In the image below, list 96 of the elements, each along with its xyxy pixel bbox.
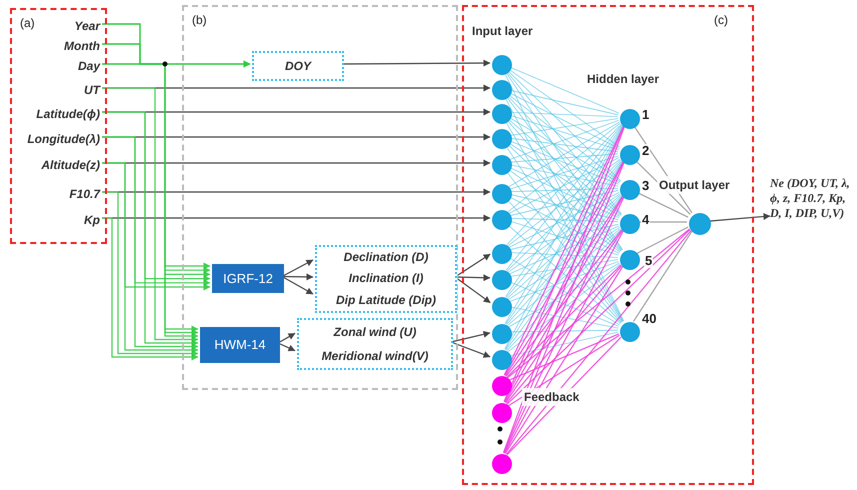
connection-line [509, 90, 619, 116]
connection-line [508, 157, 620, 214]
parameter-label: Kp [84, 211, 100, 229]
connection-line [509, 332, 619, 356]
connection-line [506, 70, 622, 182]
panel-label: (c) [714, 12, 728, 29]
connection-line [508, 94, 620, 182]
neuron-number: 1 [641, 108, 650, 122]
connection-line [508, 68, 620, 148]
connection-line [507, 194, 621, 299]
connection-line [506, 160, 622, 298]
connection-line [506, 144, 622, 252]
parameter-label: Altitude(z) [41, 156, 100, 174]
connection-line [508, 196, 620, 254]
process-text: Dip Latitude (Dip) [336, 292, 436, 308]
connection-line [509, 156, 619, 190]
connection-line [506, 264, 622, 378]
connection-line [510, 153, 618, 163]
connection-line [506, 94, 622, 216]
connection-line [510, 138, 618, 152]
process-text: Zonal wind (U) [334, 324, 416, 340]
connection-line [509, 261, 619, 302]
arrow [708, 213, 770, 222]
connection-line [510, 218, 618, 222]
arrow [102, 217, 198, 360]
panel-label: (b) [192, 12, 207, 29]
connection-line [506, 265, 622, 404]
connection-line [508, 66, 620, 114]
connection-line [508, 92, 620, 149]
parameter-label: Year [74, 17, 100, 35]
parameter-label: Longitude(λ) [27, 130, 100, 148]
connection-line [509, 194, 619, 220]
connection-line [508, 193, 620, 273]
connection-line [509, 120, 619, 160]
connection-line [506, 229, 690, 405]
connection-line [636, 226, 688, 254]
neuron-number: 4 [641, 213, 650, 227]
connection-line [506, 228, 622, 352]
model-box: IGRF-12 [212, 264, 284, 293]
neuron-number: 40 [641, 312, 658, 326]
connection-line [632, 230, 692, 322]
process-box [315, 245, 457, 313]
connection-line [508, 158, 620, 246]
process-box [297, 318, 453, 370]
connection-line [508, 334, 620, 406]
connection-line [509, 306, 619, 328]
connection-line [508, 333, 620, 381]
connection-line [506, 160, 622, 272]
connection-line [510, 252, 618, 258]
connection-line [509, 220, 619, 256]
parameter-label: F10.7 [69, 185, 100, 203]
connection-line [506, 70, 622, 215]
connection-line [508, 168, 620, 252]
connection-line [506, 229, 622, 377]
model-box: HWM-14 [200, 327, 280, 363]
parameter-label: Latitude(ϕ) [36, 105, 100, 123]
connection-line [510, 188, 618, 192]
connection-line [510, 118, 618, 136]
process-box [252, 51, 344, 81]
layer-label: Output layer [657, 176, 732, 194]
connection-line [506, 124, 622, 271]
process-text: Declination (D) [344, 250, 428, 266]
connection-line [510, 259, 618, 277]
layer-label: Feedback [522, 388, 582, 406]
connection-line [508, 227, 620, 300]
connection-line [507, 228, 690, 378]
process-text: DOY [284, 58, 311, 74]
connection-line [508, 226, 620, 274]
connection-line [509, 164, 619, 186]
process-text: Inclination (I) [348, 271, 424, 286]
panel-label: (a) [20, 15, 35, 32]
connection-line [509, 224, 619, 250]
arrow [342, 60, 490, 67]
connection-line [508, 192, 620, 248]
connection-line [505, 230, 623, 404]
connection-line [506, 196, 622, 350]
process-text: Meridional wind(V) [322, 348, 428, 364]
neuron-number: 2 [641, 144, 650, 158]
panel-frame [10, 8, 107, 244]
connection-line [508, 264, 620, 352]
arrow [102, 191, 198, 357]
connection-line [504, 266, 624, 454]
connection-line [509, 114, 619, 150]
connection-line [510, 330, 618, 332]
panel-frame [182, 5, 458, 390]
connection-line [509, 190, 619, 216]
parameter-label: UT [84, 81, 100, 99]
connection-line [508, 166, 620, 218]
neuron-number: 5 [644, 254, 654, 268]
output-label: Ne (DOY, UT, λ, ϕ, z, F10.7, Kp, D, I, DIP, U,V) [770, 176, 855, 221]
connection-line [636, 192, 688, 218]
neuron-number: 3 [641, 179, 650, 193]
parameter-label: Day [78, 57, 100, 75]
parameter-label: Month [64, 37, 100, 55]
connection-line [510, 112, 618, 117]
connection-line [506, 230, 692, 455]
